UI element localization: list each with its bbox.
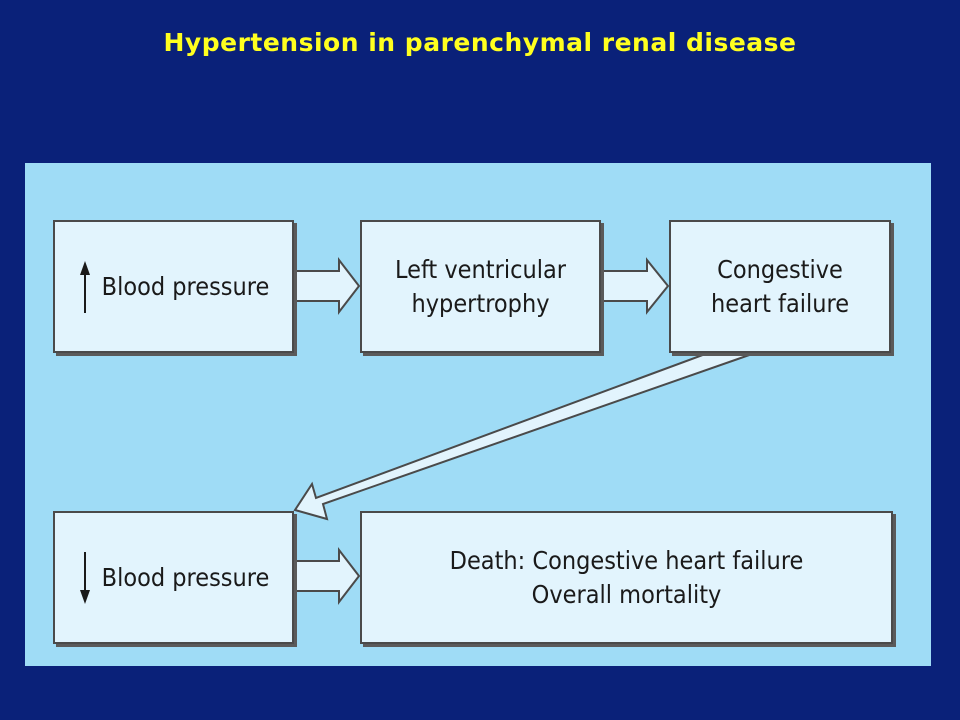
box-left-ventricular-hypertrophy: Left ventricular hypertrophy xyxy=(360,220,601,353)
box-label-line1: Left ventricular xyxy=(395,254,566,284)
arrow-bp-to-lvh xyxy=(294,257,361,315)
box-congestive-heart-failure: Congestive heart failure xyxy=(669,220,891,353)
box-label-line1: Congestive xyxy=(717,254,843,284)
arrow-down-icon xyxy=(79,551,90,604)
box-blood-pressure-decrease: Blood pressure xyxy=(53,511,294,644)
box-blood-pressure-increase: Blood pressure xyxy=(53,220,294,353)
flow-arrows-layer xyxy=(293,257,756,605)
box-label-line2: hypertrophy xyxy=(411,288,550,318)
box-label-line1: Death: Congestive heart failure xyxy=(449,545,804,575)
arrow-bp-down-to-death xyxy=(294,547,361,605)
box-label-line2: Overall mortality xyxy=(531,579,722,609)
box-death-outcome: Death: Congestive heart failure Overall … xyxy=(360,511,893,644)
box-label-line2: heart failure xyxy=(710,288,850,318)
arrow-up-icon xyxy=(79,260,90,313)
box-label: Blood pressure xyxy=(101,271,270,301)
flow-diagram-panel: Blood pressure Left ventricular hypertro… xyxy=(25,163,931,666)
arrow-chf-to-bp-down xyxy=(293,352,756,521)
slide-title: Hypertension in parenchymal renal diseas… xyxy=(163,28,797,57)
arrow-lvh-to-chf xyxy=(601,257,670,315)
box-label: Blood pressure xyxy=(101,562,270,592)
